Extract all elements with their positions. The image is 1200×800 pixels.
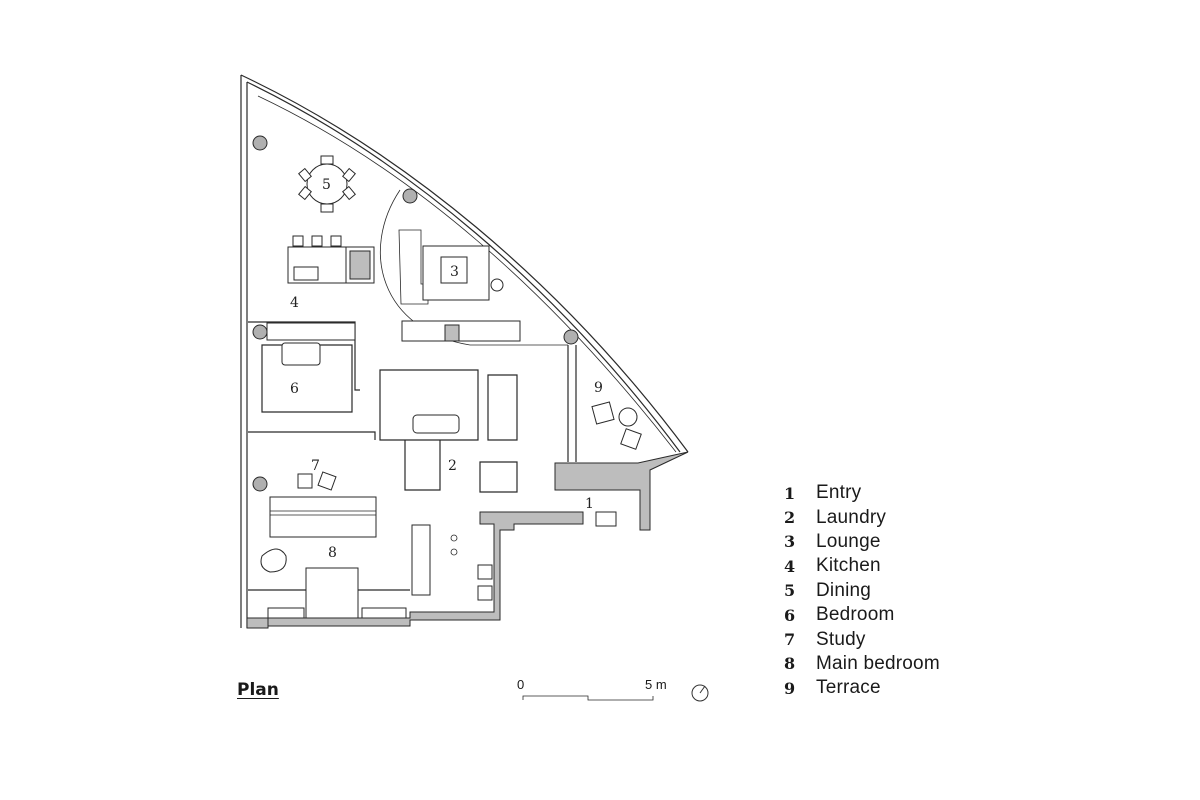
facade: [240, 74, 689, 628]
plan-title: Plan: [237, 680, 279, 700]
dining-table: [298, 155, 356, 213]
room-label-7: 7: [311, 458, 320, 474]
room-label-3: 3: [450, 264, 459, 280]
room-label-5: 5: [322, 177, 331, 193]
room-label-4: 4: [290, 295, 299, 311]
lounge-area: [379, 189, 568, 346]
room-labels: 1 2 3 4 5 6 7 8 9: [290, 177, 603, 561]
scale-end-label: 5 m: [645, 677, 667, 692]
bathroom-fixtures: [411, 511, 617, 601]
room-label-2: 2: [448, 458, 457, 474]
room-label-1: 1: [585, 496, 594, 512]
north-arrow-icon: [691, 684, 709, 702]
terrace-furniture: [567, 345, 642, 462]
scale-bar: [522, 695, 654, 701]
interior-walls: [248, 321, 518, 591]
room-label-9: 9: [594, 380, 603, 396]
room-label-8: 8: [328, 545, 337, 561]
solid-walls: [246, 451, 689, 629]
room-label-6: 6: [290, 381, 299, 397]
scale-start-label: 0: [517, 677, 525, 692]
kitchen-island: [287, 235, 375, 284]
study-furniture: [269, 471, 377, 538]
columns: [252, 135, 579, 492]
